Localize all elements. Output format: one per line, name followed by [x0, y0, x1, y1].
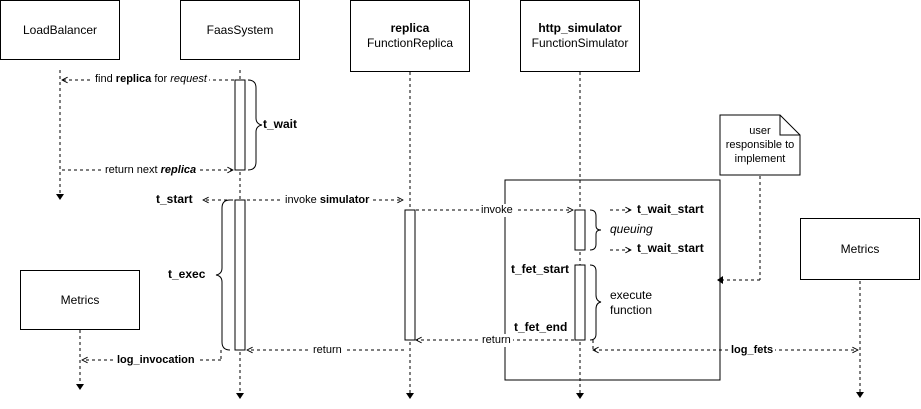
participant-loadbalancer: LoadBalancer	[0, 0, 120, 60]
participant-faassystem: FaasSystem	[180, 0, 300, 60]
participant-metrics-left: Metrics	[20, 270, 140, 330]
participant-metrics-right: Metrics	[800, 218, 920, 280]
activation-faas-1	[234, 79, 246, 171]
note-text: user responsible to implement	[720, 124, 800, 166]
participant-metrics-left-label: Metrics	[60, 292, 100, 307]
participant-loadbalancer-label: LoadBalancer	[22, 22, 98, 37]
brace-execute	[589, 264, 602, 341]
activation-sim-2	[574, 264, 586, 341]
label-return-next-replica: return next replica	[103, 164, 199, 177]
brace-t-exec	[215, 199, 231, 351]
label-t-wait: t_wait	[263, 117, 298, 131]
label-t-exec: t_exec	[168, 267, 206, 281]
participant-replica-type: FunctionReplica	[366, 36, 454, 50]
participant-simulator: http_simulator FunctionSimulator	[520, 0, 640, 72]
label-invoke: invoke	[479, 204, 515, 217]
label-t-start: t_start	[156, 192, 193, 206]
activation-sim-1	[574, 209, 586, 251]
participant-faassystem-label: FaasSystem	[206, 22, 274, 37]
note-line-1: user	[749, 125, 771, 137]
participant-simulator-name: http_simulator	[538, 21, 622, 35]
label-log-fets: log_fets	[729, 344, 776, 357]
participant-metrics-right-label: Metrics	[840, 241, 880, 256]
brace-queuing	[589, 209, 602, 251]
note-line-3: implement	[734, 153, 786, 165]
simulator-frame	[504, 179, 721, 381]
label-t-fet-end: t_fet_end	[514, 320, 568, 334]
label-t-wait-start-1: t_wait_start	[637, 202, 704, 216]
label-execute-function: execute function	[610, 288, 653, 317]
label-return-sim: return	[480, 334, 513, 347]
participant-simulator-type: FunctionSimulator	[531, 36, 629, 50]
label-t-fet-start: t_fet_start	[511, 262, 570, 276]
label-t-wait-start-2: t_wait_start	[637, 241, 704, 255]
label-return-replica: return	[311, 344, 344, 357]
note-line-2: responsible to	[725, 139, 795, 151]
label-find-replica: find replica for request	[93, 73, 209, 86]
participant-replica: replica FunctionReplica	[350, 0, 470, 72]
brace-t-wait	[247, 79, 263, 171]
label-log-invocation: log_invocation	[115, 354, 197, 367]
label-queuing: queuing	[610, 222, 653, 236]
activation-faas-2	[234, 199, 246, 351]
label-invoke-simulator: invoke simulator	[283, 194, 372, 207]
activation-replica	[404, 209, 416, 341]
participant-replica-name: replica	[390, 21, 430, 35]
